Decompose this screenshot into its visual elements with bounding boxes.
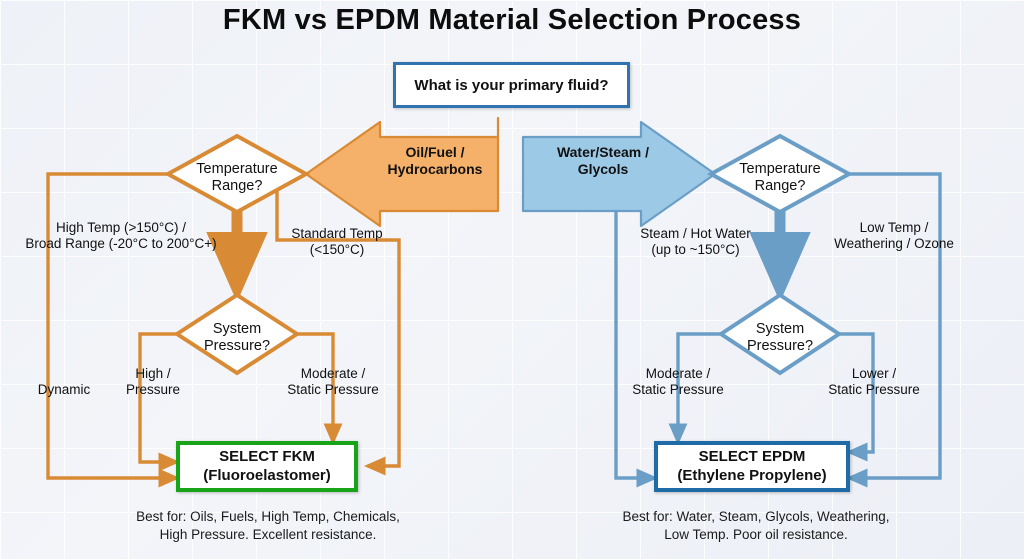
right-temperature-diamond: [706, 133, 854, 215]
epdm-line2: (Ethylene Propylene): [677, 466, 827, 484]
edge-label-steam-hot-water: Steam / Hot Water (up to ~150°C): [640, 226, 751, 258]
edge-label-low-temp: Low Temp / Weathering / Ozone: [834, 220, 954, 252]
edge-label-standard-temp: Standard Temp (<150°C): [291, 226, 383, 258]
water-steam-arrow-label: Water/Steam / Glycols: [556, 144, 650, 177]
start-decision-box[interactable]: What is your primary fluid?: [393, 62, 630, 108]
oil-fuel-branch-arrow: [304, 116, 500, 228]
edge-label-lower-static: Lower / Static Pressure: [828, 366, 920, 398]
fkm-line2: (Fluoroelastomer): [203, 466, 331, 484]
left-temperature-diamond: [163, 133, 311, 215]
start-label: What is your primary fluid?: [414, 76, 609, 94]
select-fkm-box[interactable]: SELECT FKM (Fluoroelastomer): [176, 441, 358, 492]
edge-label-left-moderate-static: Moderate / Static Pressure: [287, 366, 379, 398]
epdm-caption: Best for: Water, Steam, Glycols, Weather…: [622, 509, 890, 542]
fkm-caption: Best for: Oils, Fuels, High Temp, Chemic…: [136, 509, 400, 542]
edge-label-high-temp: High Temp (>150°C) / Broad Range (-20°C …: [25, 220, 217, 252]
oil-fuel-arrow-label: Oil/Fuel / Hydrocarbons: [387, 144, 483, 177]
select-epdm-box[interactable]: SELECT EPDM (Ethylene Propylene): [654, 441, 850, 492]
epdm-line1: SELECT EPDM: [698, 448, 806, 466]
edge-label-right-moderate-static: Moderate / Static Pressure: [632, 366, 724, 398]
left-pressure-diamond: [173, 292, 301, 376]
water-steam-branch-arrow: [521, 120, 717, 228]
edge-label-dynamic: Dynamic: [37, 382, 91, 397]
fkm-line1: SELECT FKM: [219, 448, 315, 466]
page-title: FKM vs EPDM Material Selection Process: [222, 4, 802, 36]
right-pressure-diamond: [717, 292, 843, 376]
edge-label-high-pressure: High / Pressure: [125, 366, 181, 398]
